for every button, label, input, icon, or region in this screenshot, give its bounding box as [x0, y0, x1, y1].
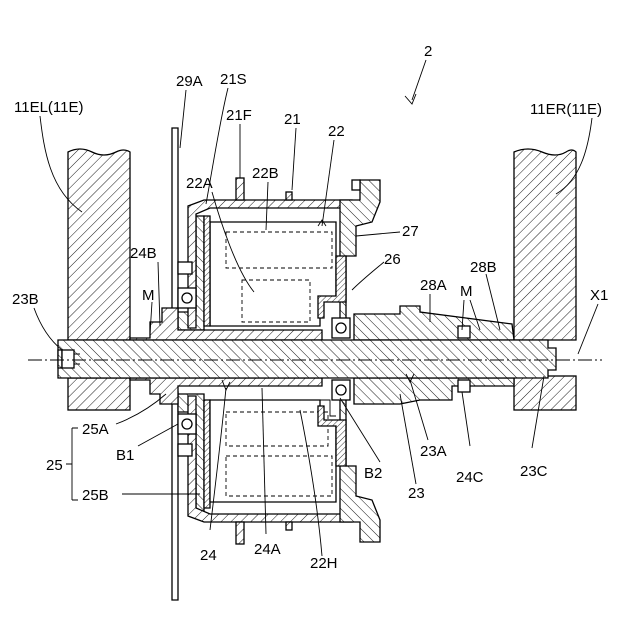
label-24: 24 — [200, 547, 217, 564]
label-27: 27 — [402, 223, 419, 240]
label-23C: 23C — [520, 463, 548, 480]
label-24A: 24A — [254, 541, 281, 558]
label-28A: 28A — [420, 277, 447, 294]
label-24B: 24B — [130, 245, 157, 262]
label-22B: 22B — [252, 165, 279, 182]
label-frame-right: 11ER(11E) — [530, 101, 602, 118]
label-21F: 21F — [226, 107, 252, 124]
label-22: 22 — [328, 123, 345, 140]
label-21S: 21S — [220, 71, 247, 88]
label-22A: 22A — [186, 175, 213, 192]
label-B1: B1 — [116, 447, 134, 464]
label-25: 25 — [46, 457, 63, 474]
label-28B: 28B — [470, 259, 497, 276]
label-23: 23 — [408, 485, 425, 502]
label-M-left: M — [142, 287, 155, 304]
label-M-right: M — [460, 283, 473, 300]
label-26: 26 — [384, 251, 401, 268]
label-frame-left: 11EL(11E) — [14, 99, 84, 116]
label-21: 21 — [284, 111, 301, 128]
label-23A: 23A — [420, 443, 447, 460]
label-23B: 23B — [12, 291, 39, 308]
label-29A: 29A — [176, 73, 203, 90]
label-22H: 22H — [310, 555, 338, 572]
label-25A: 25A — [82, 421, 109, 438]
label-B2: B2 — [364, 465, 382, 482]
label-assembly: 2 — [424, 43, 432, 60]
label-25B: 25B — [82, 487, 109, 504]
label-X1: X1 — [590, 287, 608, 304]
shaft-23 — [58, 340, 556, 378]
label-24C: 24C — [456, 469, 484, 486]
